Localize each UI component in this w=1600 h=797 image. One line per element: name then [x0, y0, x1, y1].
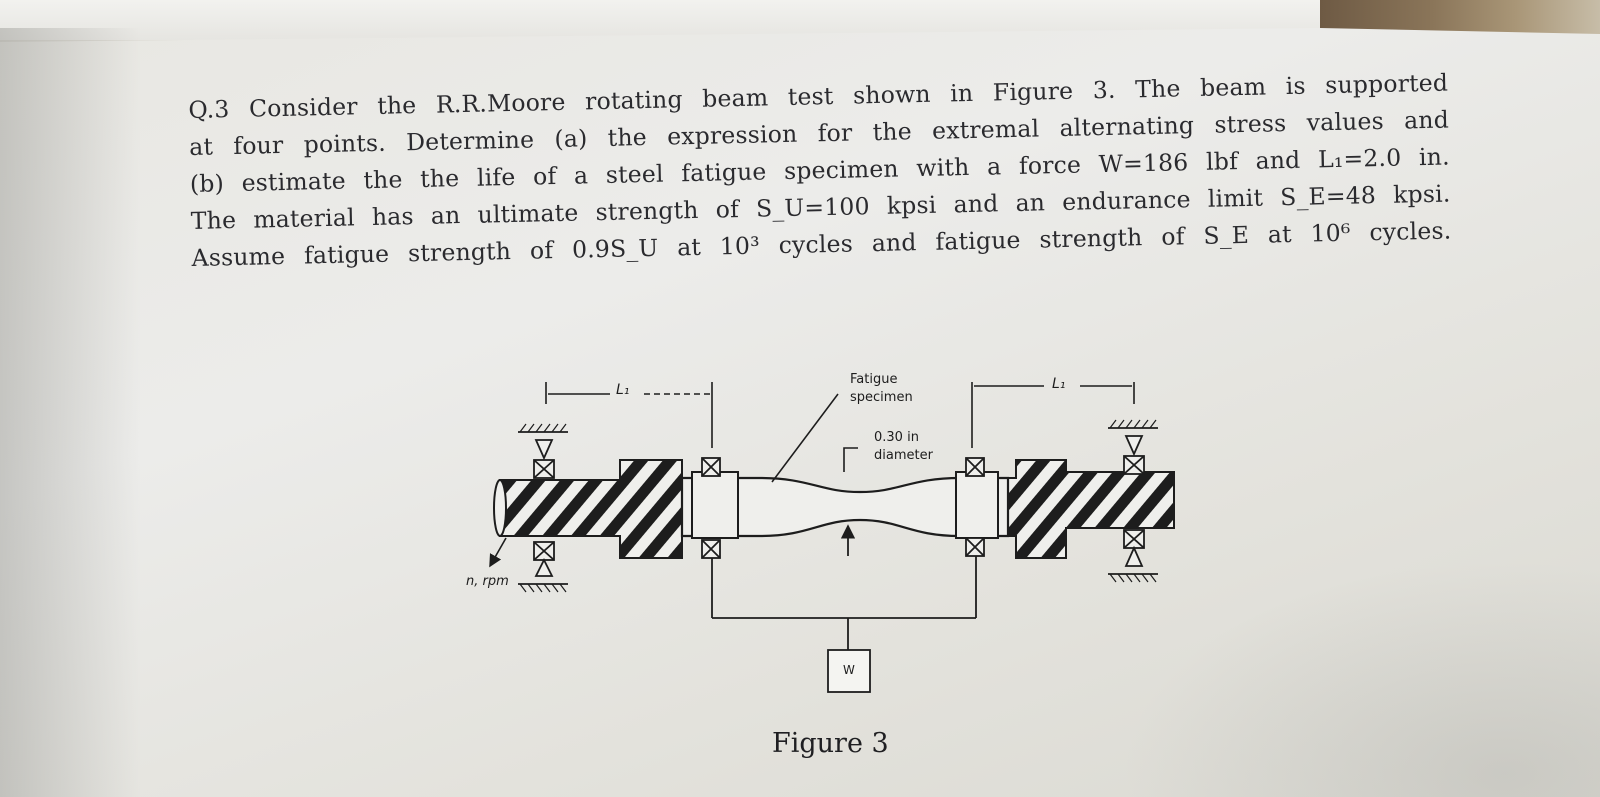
left-shaft-section	[499, 459, 691, 559]
label-weight: W	[843, 663, 855, 677]
inner-bearing-left	[691, 471, 739, 539]
label-rpm: n, rpm	[466, 574, 509, 589]
label-diameter-1: 0.30 in	[874, 430, 919, 445]
paper-sheet	[0, 28, 1600, 797]
leader-lines	[489, 393, 858, 568]
figure-caption: Figure 3	[772, 728, 889, 759]
weight-box	[827, 649, 871, 693]
label-specimen-1: Fatigue	[850, 372, 898, 387]
label-l1-right: L₁	[1052, 376, 1066, 392]
right-shaft-section	[1007, 459, 1175, 559]
bearing-markers	[533, 455, 1145, 561]
label-l1-left: L₁	[616, 382, 630, 398]
inner-bearing-right	[955, 471, 999, 539]
rotating-beam-drawing	[489, 382, 1175, 693]
paper-shadow-edge	[0, 28, 140, 797]
question-text: Q.3 Consider the R.R.Moore rotating beam…	[188, 65, 1452, 277]
label-specimen-2: specimen	[850, 390, 913, 405]
label-diameter-2: diameter	[874, 448, 933, 463]
figure-3-diagram: L₁ L₁ Fatigue specimen 0.30 in diameter …	[460, 360, 1220, 760]
dimension-l1-right	[971, 382, 1135, 448]
fatigue-specimen	[680, 476, 1010, 538]
load-frame	[711, 524, 977, 650]
supports	[518, 427, 1158, 585]
paper-shadow-corner	[1120, 560, 1600, 797]
ground-hatching	[519, 419, 1157, 593]
dimension-l1-left	[545, 382, 713, 448]
